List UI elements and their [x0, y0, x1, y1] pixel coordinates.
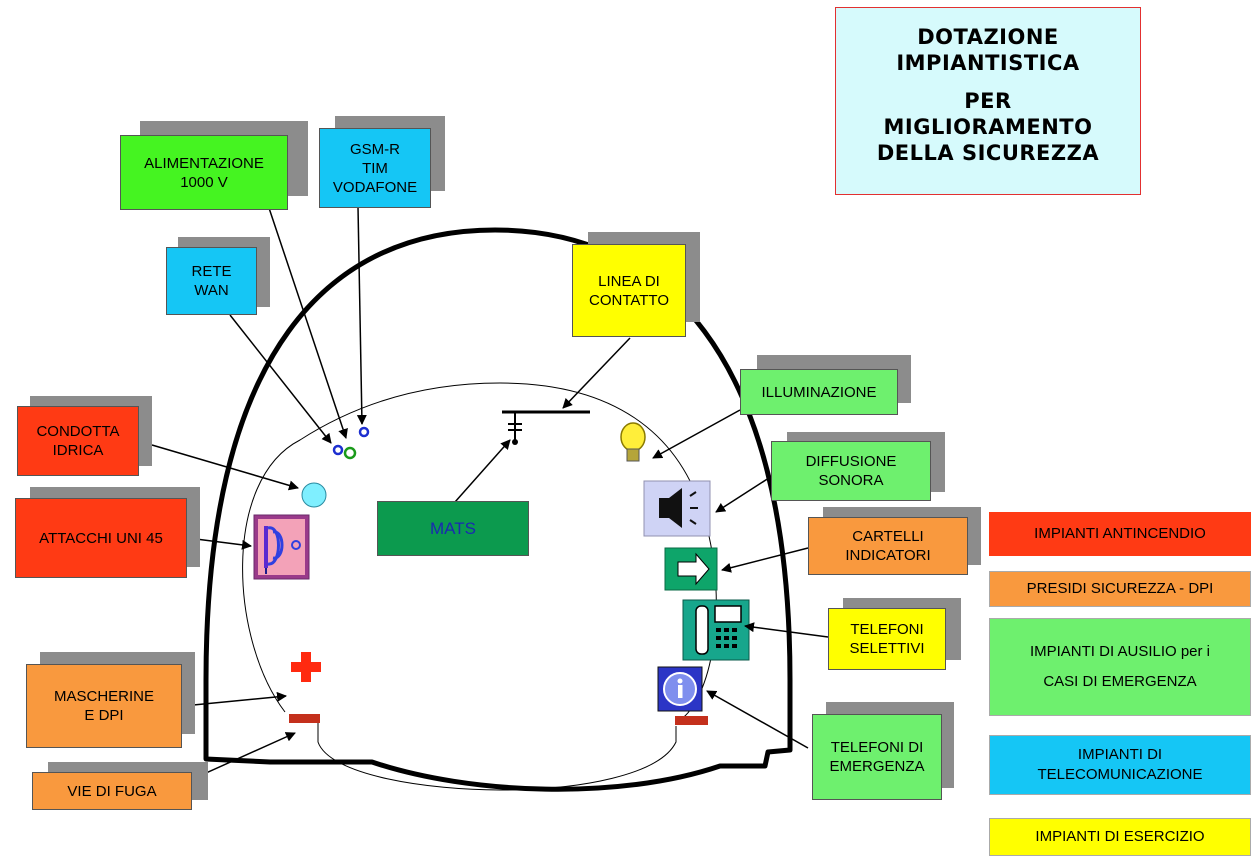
- info-icon: [657, 666, 703, 712]
- escape-routes-label: VIE DI FUGA: [32, 772, 192, 810]
- title-line-1: DOTAZIONE IMPIANTISTICA: [896, 25, 1080, 75]
- legend-emergency-aid: IMPIANTI DI AUSILIO per i CASI DI EMERGE…: [989, 618, 1251, 716]
- hose-reel-icon: [253, 514, 310, 580]
- speaker-icon: [643, 480, 711, 537]
- contact-line-label: LINEA DI CONTATTO: [572, 244, 686, 337]
- wan-network-label: RETE WAN: [166, 247, 257, 315]
- legend-operation: IMPIANTI DI ESERCIZIO: [989, 818, 1251, 856]
- sound-diffusion-label: DIFFUSIONE SONORA: [771, 441, 931, 501]
- title-box: DOTAZIONE IMPIANTISTICA PER MIGLIORAMENT…: [835, 7, 1141, 195]
- escape-marker-right: [675, 716, 708, 725]
- mats-label: MATS: [377, 501, 529, 556]
- water-pipe-icon: [301, 482, 327, 508]
- escape-marker-left: [289, 714, 320, 723]
- water-pipe-label: CONDOTTA IDRICA: [17, 406, 139, 476]
- legend-fire-systems: IMPIANTI ANTINCENDIO: [989, 512, 1251, 556]
- masks-ppe-label: MASCHERINE E DPI: [26, 664, 182, 748]
- light-bulb-icon: [620, 422, 646, 462]
- first-aid-cross-icon: [291, 652, 321, 682]
- telephone-icon: [682, 599, 750, 661]
- signs-label: CARTELLI INDICATORI: [808, 517, 968, 575]
- legend-safety-ppe: PRESIDI SICUREZZA - DPI: [989, 571, 1251, 607]
- power-supply-label: ALIMENTAZIONE 1000 V: [120, 135, 288, 210]
- legend-telecom: IMPIANTI DI TELECOMUNICAZIONE: [989, 735, 1251, 795]
- title-line-2: PER MIGLIORAMENTO DELLA SICUREZZA: [876, 89, 1100, 165]
- inner-floor-line: [317, 722, 677, 791]
- lighting-label: ILLUMINAZIONE: [740, 369, 898, 415]
- emergency-phones-label: TELEFONI DI EMERGENZA: [812, 714, 942, 800]
- cable-rings-icon: [332, 426, 370, 460]
- selective-phones-label: TELEFONI SELETTIVI: [828, 608, 946, 670]
- gsmr-label: GSM-R TIM VODAFONE: [319, 128, 431, 208]
- catenary-icon: [502, 410, 590, 445]
- arrow-sign-icon: [664, 547, 718, 591]
- uni45-connections-label: ATTACCHI UNI 45: [15, 498, 187, 578]
